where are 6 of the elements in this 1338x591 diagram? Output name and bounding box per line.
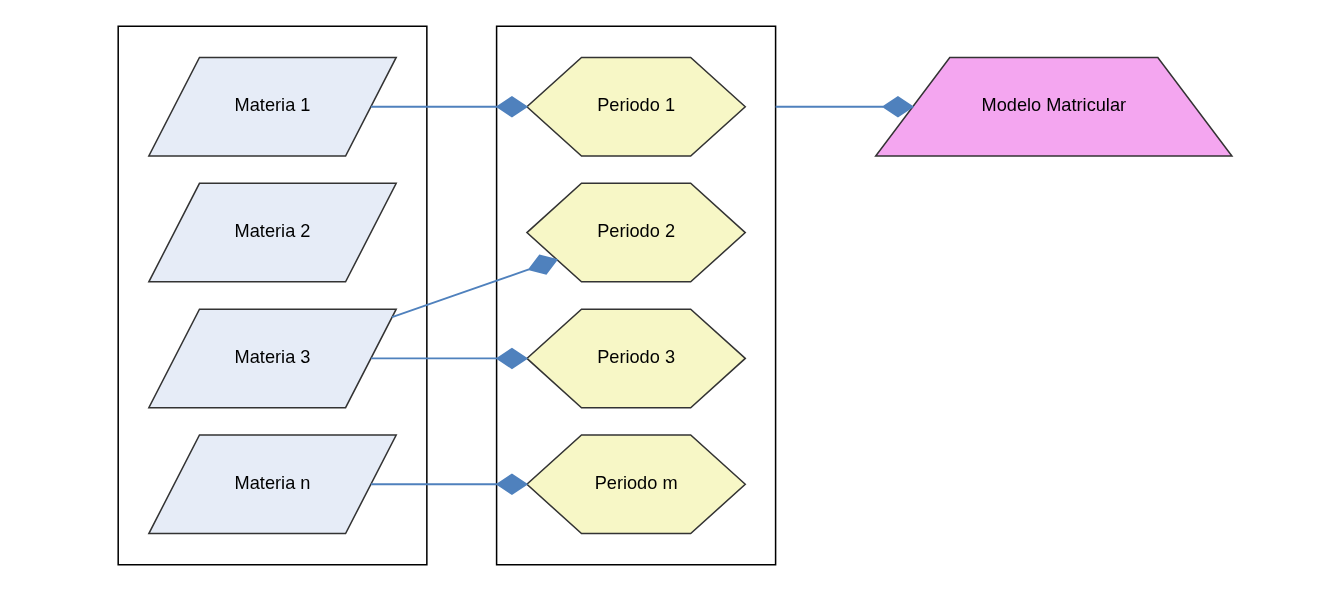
cluster: [117, 25, 428, 566]
connector: [370, 95, 529, 118]
connector: [370, 347, 529, 370]
connector: [774, 95, 915, 118]
connector: [391, 254, 559, 319]
connector: [370, 473, 529, 496]
